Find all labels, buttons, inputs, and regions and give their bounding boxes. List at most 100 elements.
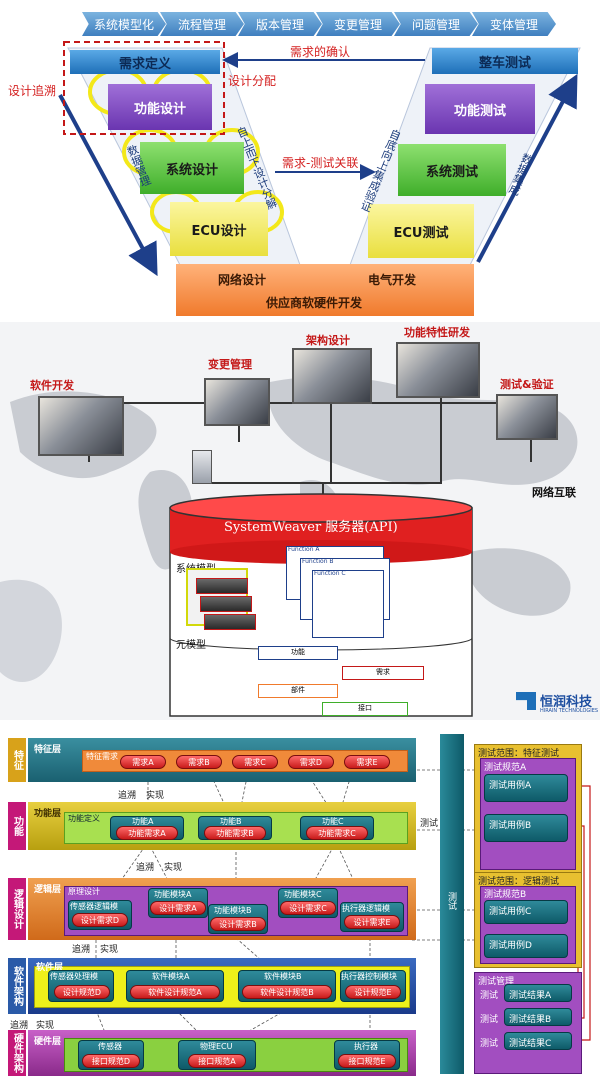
label-test-middle: 测试	[420, 819, 439, 829]
label-trace-3: 追溯	[72, 945, 91, 955]
design-req-b: 设计需求B	[210, 917, 266, 931]
label-function-c: Function C	[314, 570, 346, 577]
label-function-a: Function A	[288, 546, 320, 553]
logic-module-e-title: 执行器逻辑模	[342, 904, 390, 913]
label-test-row-3: 测试	[480, 1039, 499, 1049]
func-module-a-title: 功能A	[132, 817, 154, 826]
func-module-c-title: 功能C	[322, 817, 344, 826]
test-result-b: 测试结果B	[504, 1008, 572, 1026]
bus-drop-feature	[440, 382, 442, 482]
tab-feature: 特征	[8, 738, 26, 782]
label-software-dev: 软件开发	[30, 379, 74, 392]
block-func-design: 功能设计	[108, 84, 212, 130]
req-a: 需求A	[120, 755, 166, 769]
label-logic-layer: 逻辑层	[34, 885, 62, 895]
label-feature-req: 特征需求	[86, 752, 118, 761]
label-impl-2: 实现	[164, 863, 183, 873]
label-req-confirm: 需求的确认	[290, 45, 351, 59]
photo-change-mgmt	[204, 378, 270, 426]
req-c: 需求C	[232, 755, 278, 769]
model-thumb-3	[204, 614, 256, 630]
meta-node-requirement: 需求	[342, 666, 424, 680]
label-test-side: 测试	[446, 892, 456, 910]
chevron-system-modeling: 系统模型化	[82, 12, 166, 36]
test-case-b: 测试用例B	[484, 814, 568, 842]
sw-spec-d: 设计规范D	[54, 985, 110, 999]
func-req-b: 功能需求B	[204, 826, 266, 840]
req-e: 需求E	[344, 755, 390, 769]
design-req-d: 设计需求D	[72, 913, 128, 927]
label-network-design: 网络设计	[218, 273, 267, 287]
tab-software: 软件架构	[8, 958, 26, 1014]
label-function-b: Function B	[302, 558, 334, 565]
sw-spec-e: 设计规范E	[345, 985, 401, 999]
label-trace-2: 追溯	[136, 863, 155, 873]
chevron-process-mgmt: 流程管理	[160, 12, 244, 36]
tab-function: 功能	[8, 802, 26, 850]
label-arch-design: 架构设计	[306, 334, 350, 347]
req-d: 需求D	[288, 755, 334, 769]
test-case-c: 测试用例C	[484, 900, 568, 924]
server-tower-icon	[192, 450, 212, 484]
meta-node-component: 部件	[258, 684, 338, 698]
photo-software-dev	[38, 396, 124, 456]
label-logic-principle: 原理设计	[68, 887, 100, 896]
label-trace-1: 追溯	[118, 791, 137, 801]
network-bus-lower	[212, 482, 442, 484]
label-server-title: SystemWeaver 服务器(API)	[224, 520, 398, 535]
bus-drop-arch	[330, 382, 332, 482]
label-design-alloc: 设计分配	[228, 74, 277, 88]
label-test-spec-a: 测试规范A	[484, 763, 527, 773]
function-frame-c	[312, 570, 384, 638]
sw-module-b-title: 软件模块B	[264, 972, 302, 981]
architecture-diagram: 软件开发 变更管理 架构设计 功能特性研发 测试&验证 网络互联 SystemW…	[0, 322, 600, 720]
label-impl-4: 实现	[36, 1021, 55, 1031]
layer-diagram: 特征 特征层 特征需求 需求A 需求B 需求C 需求D 需求E 追溯 实现 功能…	[0, 720, 600, 1081]
label-impl-1: 实现	[146, 791, 165, 801]
label-supplier-dev: 供应商软硬件开发	[266, 296, 363, 310]
hw-actuator-title: 执行器	[354, 1042, 378, 1051]
block-req-def: 需求定义	[70, 50, 220, 74]
label-test-row-1: 测试	[480, 991, 499, 1001]
hw-spec-e: 接口规范E	[338, 1054, 396, 1068]
label-software-layer: 软件层	[36, 963, 64, 973]
hw-sensor-title: 传感器	[98, 1042, 122, 1051]
block-vehicle-test: 整车测试	[432, 48, 578, 74]
design-req-c: 设计需求C	[280, 901, 336, 915]
label-design-trace: 设计追溯	[8, 84, 57, 98]
label-test-row-2: 测试	[480, 1015, 499, 1025]
tab-hardware: 硬件架构	[8, 1030, 26, 1076]
label-feature-dev: 功能特性研发	[404, 326, 470, 339]
label-feature-layer: 特征层	[34, 745, 62, 755]
hw-ecu-title: 物理ECU	[200, 1042, 233, 1051]
sw-module-d-title: 传感器处理模	[50, 972, 98, 981]
label-test-mgmt-title: 测试管理	[478, 977, 515, 987]
func-req-a: 功能需求A	[116, 826, 178, 840]
model-thumb-1	[196, 578, 248, 594]
hw-spec-d: 接口规范D	[82, 1054, 140, 1068]
block-sys-test: 系统测试	[398, 144, 506, 196]
design-req-a: 设计需求A	[150, 901, 206, 915]
req-b: 需求B	[176, 755, 222, 769]
label-function-layer: 功能层	[34, 809, 62, 819]
meta-node-function: 功能	[258, 646, 338, 660]
v-model-diagram: 系统模型化 流程管理 版本管理 变更管理 问题管理 变体管理 需求定义 功能设	[0, 0, 600, 322]
logic-module-b-title: 功能模块B	[214, 906, 252, 915]
sw-spec-b: 软件设计规范B	[242, 985, 332, 999]
label-network-interconnect: 网络互联	[532, 486, 576, 499]
block-ecu-test: ECU测试	[368, 204, 474, 258]
label-test-logic-title: 测试范围：逻辑测试	[478, 877, 560, 887]
test-case-a: 测试用例A	[484, 774, 568, 802]
test-case-d: 测试用例D	[484, 934, 568, 958]
design-req-e: 设计需求E	[344, 915, 400, 929]
chevron-issue-mgmt: 问题管理	[394, 12, 478, 36]
logic-module-d-title: 传感器逻辑模	[70, 902, 118, 911]
label-test-verify: 测试&验证	[500, 378, 554, 391]
test-side-bar	[440, 734, 464, 1074]
logic-module-a-title: 功能模块A	[154, 890, 192, 899]
test-result-c: 测试结果C	[504, 1032, 572, 1050]
label-electrical-dev: 电气开发	[368, 273, 417, 287]
block-bottom-dev	[176, 264, 474, 316]
hw-spec-a: 接口规范A	[188, 1054, 246, 1068]
label-req-test-link: 需求-测试关联	[282, 156, 359, 170]
